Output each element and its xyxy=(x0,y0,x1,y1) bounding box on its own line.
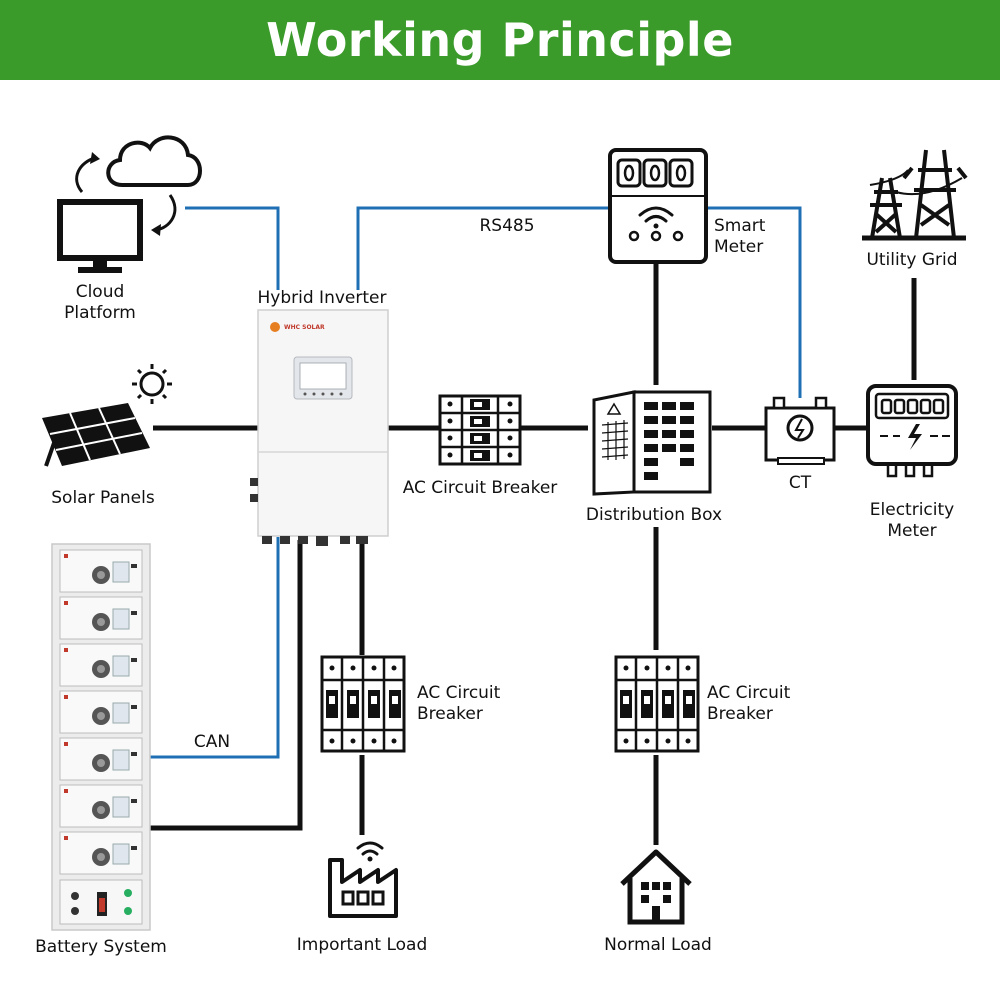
battery-module xyxy=(59,784,143,828)
electricity-meter-label-line1: Electricity xyxy=(870,500,954,520)
battery-module xyxy=(59,643,143,687)
important-load-label: Important Load xyxy=(297,935,427,955)
rs485-line xyxy=(356,206,610,290)
cloud-label-line2: Platform xyxy=(64,303,136,323)
wifi-icon xyxy=(356,841,384,856)
battery-module xyxy=(59,596,143,640)
factory-icon xyxy=(328,858,398,918)
smart-meter: Smart Meter xyxy=(608,148,766,264)
battery-system-label: Battery System xyxy=(35,937,167,957)
battery-module xyxy=(59,737,143,781)
utility-grid: Utility Grid xyxy=(862,149,968,270)
battery-module xyxy=(59,831,143,875)
system-diagram: Cloud Platform xyxy=(35,135,968,957)
battery-module xyxy=(59,549,143,593)
distribution-box: Distribution Box xyxy=(586,390,722,525)
cloud-icon xyxy=(106,135,202,187)
normal-load: Normal Load xyxy=(604,849,712,955)
power-lines xyxy=(150,262,917,845)
sync-arrow-left xyxy=(75,156,96,193)
electricity-meter-label-line2: Meter xyxy=(887,521,936,541)
solar-panel-icon xyxy=(42,403,150,467)
ac-circuit-breaker-main: AC Circuit Breaker xyxy=(403,394,558,498)
ac-circuit-breaker-left: AC Circuit Breaker xyxy=(320,655,501,753)
circuit-breaker-icon xyxy=(614,655,700,753)
ct-label: CT xyxy=(789,473,812,493)
electricity-meter: Electricity Meter xyxy=(866,384,958,541)
ct: CT xyxy=(764,396,836,493)
hybrid-inverter: Hybrid Inverter WHC SOLAR xyxy=(250,288,389,546)
house-icon xyxy=(620,849,692,925)
cloud-platform: Cloud Platform xyxy=(57,135,202,323)
smart-meter-ct-line xyxy=(708,206,802,398)
comm-lines xyxy=(150,206,802,759)
can-line xyxy=(150,537,280,759)
can-label: CAN xyxy=(194,732,230,752)
ac-breaker-right-label-line2: Breaker xyxy=(707,704,773,724)
ac-breaker-left-label-line2: Breaker xyxy=(417,704,483,724)
smart-meter-label-line1: Smart xyxy=(714,216,766,236)
monitor-icon xyxy=(57,199,143,273)
circuit-breaker-icon xyxy=(438,394,522,466)
battery-module xyxy=(59,690,143,734)
sync-arrow-right xyxy=(155,194,177,232)
circuit-breaker-icon xyxy=(320,655,406,753)
ac-circuit-breaker-right: AC Circuit Breaker xyxy=(614,655,791,753)
distribution-box-label: Distribution Box xyxy=(586,505,722,525)
normal-load-label: Normal Load xyxy=(604,935,712,955)
cloud-comm-line xyxy=(185,206,280,290)
inverter-brand: WHC SOLAR xyxy=(284,324,325,331)
wifi-icon xyxy=(638,206,674,223)
title-banner: Working Principle xyxy=(0,0,1000,80)
hybrid-inverter-label: Hybrid Inverter xyxy=(258,288,387,308)
solar-panels-label: Solar Panels xyxy=(51,488,155,508)
battery-system: Battery System xyxy=(35,543,167,957)
battery-modules xyxy=(59,549,143,875)
ac-breaker-left-label-line1: AC Circuit xyxy=(417,683,501,703)
solar-panels: Solar Panels xyxy=(42,364,172,508)
transmission-tower-icon xyxy=(862,149,968,241)
smart-meter-label-line2: Meter xyxy=(714,237,763,257)
ac-breaker-right-label-line1: AC Circuit xyxy=(707,683,791,703)
sun-icon xyxy=(132,364,172,404)
cloud-label-line1: Cloud xyxy=(76,282,125,302)
important-load: Important Load xyxy=(297,841,427,955)
rs485-label: RS485 xyxy=(479,216,534,236)
battery-power-line xyxy=(150,540,303,831)
page-title: Working Principle xyxy=(266,13,734,67)
battery-control-module xyxy=(59,879,143,925)
utility-grid-label: Utility Grid xyxy=(866,250,957,270)
ac-breaker-main-label: AC Circuit Breaker xyxy=(403,478,558,498)
